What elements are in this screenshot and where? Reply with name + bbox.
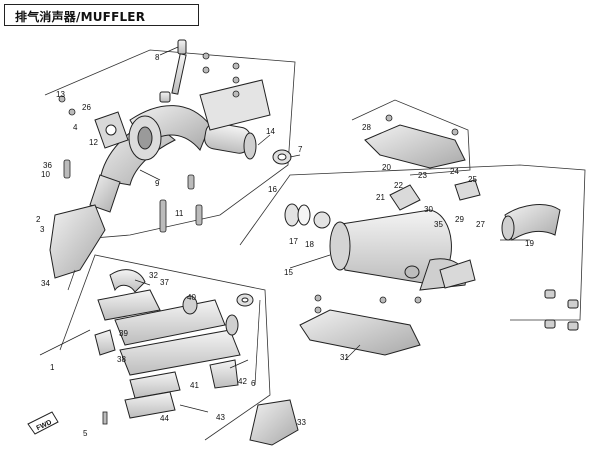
muffler-gaskets [284, 203, 331, 229]
callout: 33 [297, 418, 306, 427]
callout: 7 [298, 145, 303, 154]
callout: 9 [155, 179, 160, 188]
callout: 35 [434, 220, 443, 229]
callout: 12 [89, 138, 98, 147]
callout: 21 [376, 193, 385, 202]
callout: 13 [56, 90, 65, 99]
fwd-arrow: FWD [27, 411, 59, 435]
callout: 8 [155, 53, 160, 62]
catalytic-converter [199, 79, 271, 160]
callout: 22 [394, 181, 403, 190]
gasket-7-lower [236, 293, 254, 307]
callout: 26 [82, 103, 91, 112]
callout: 38 [117, 355, 126, 364]
bracket-33 [249, 399, 299, 446]
callout: 34 [41, 279, 50, 288]
diagram-title: 排气消声器/MUFFLER [15, 10, 146, 24]
callout: 20 [382, 163, 391, 172]
callout: 29 [455, 215, 464, 224]
callout-labels: 1 2 3 4 5 6 7 8 9 10 11 12 13 14 15 16 1… [36, 53, 534, 438]
callout: 39 [119, 329, 128, 338]
callout: 6 [251, 379, 256, 388]
small-bolts [58, 52, 459, 425]
heat-shield-20 [364, 124, 466, 169]
callout: 27 [476, 220, 485, 229]
heat-shield-34 [49, 204, 106, 279]
group-outlines [44, 49, 586, 441]
callout: 28 [362, 123, 371, 132]
leader-lines [39, 46, 530, 413]
callout: 18 [305, 240, 314, 249]
gasket-7-top [272, 149, 292, 165]
callout: 2 [36, 215, 41, 224]
muffler-bracket [389, 179, 481, 211]
callout: 42 [238, 377, 247, 386]
callout: 25 [468, 175, 477, 184]
callout: 24 [450, 167, 459, 176]
callout: 10 [41, 170, 50, 179]
lower-pipes [94, 269, 241, 419]
callout: 32 [149, 271, 158, 280]
flange-12 [94, 111, 129, 149]
callout: 31 [340, 353, 349, 362]
callout: 44 [160, 414, 169, 423]
callout: 4 [73, 123, 78, 132]
callout: 1 [50, 363, 55, 372]
callout: 11 [175, 209, 184, 218]
callout: 16 [268, 185, 277, 194]
callout: 37 [160, 278, 169, 287]
callout: 17 [289, 237, 298, 246]
tail-pipe [501, 204, 561, 241]
callout: 15 [284, 268, 293, 277]
skid-plate-31 [299, 309, 421, 356]
title-box: 排气消声器/MUFFLER [4, 4, 199, 26]
callout: 36 [43, 161, 52, 170]
callout: 41 [190, 381, 199, 390]
right-bolts [544, 289, 579, 331]
callout: 14 [266, 127, 275, 136]
callout: 30 [424, 205, 433, 214]
callout: 3 [40, 225, 45, 234]
callout: 19 [525, 239, 534, 248]
callout: 23 [418, 171, 427, 180]
callout: 40 [187, 293, 196, 302]
callout: 43 [216, 413, 225, 422]
callout: 5 [83, 429, 88, 438]
o2-sensor-top [159, 39, 187, 103]
muffler [329, 209, 476, 291]
header-pipe [89, 105, 211, 213]
